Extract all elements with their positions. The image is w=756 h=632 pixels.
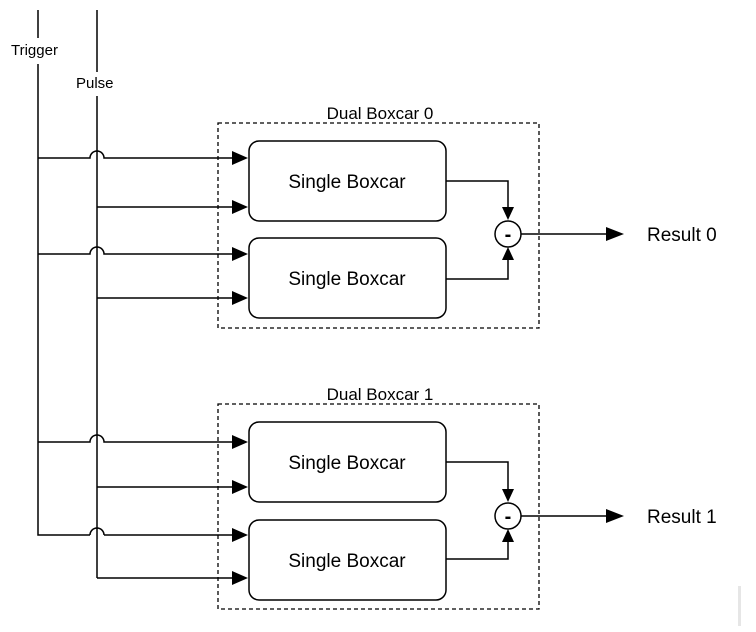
subtract-operator: - <box>505 224 512 246</box>
single-boxcar-label: Single Boxcar <box>288 269 406 290</box>
single-boxcar-block <box>248 519 447 601</box>
result-label: Result 1 <box>647 507 717 528</box>
arrowhead <box>232 435 248 449</box>
trigger-input-wire <box>38 150 238 159</box>
arrowhead <box>606 509 624 523</box>
arrowhead <box>232 247 248 261</box>
arrowhead <box>502 247 514 260</box>
dual-boxcar-0: Dual Boxcar 0 Single Boxcar Single Boxca… <box>38 104 717 329</box>
dual-boxcar-1: Dual Boxcar 1 Single Boxcar Single Boxca… <box>38 385 717 610</box>
subtract-operator: - <box>505 506 512 528</box>
single-boxcar-label: Single Boxcar <box>288 172 406 193</box>
single-boxcar-label: Single Boxcar <box>288 453 406 474</box>
arrowhead <box>502 207 514 220</box>
pulse-label: Pulse <box>76 75 114 92</box>
arrowhead <box>502 489 514 502</box>
arrowhead <box>502 529 514 542</box>
trigger-label: Trigger <box>11 42 58 59</box>
dual-boxcar-frame <box>217 403 540 610</box>
trigger-input-wire <box>38 246 238 255</box>
arrowhead <box>232 291 248 305</box>
arrowhead <box>232 151 248 165</box>
trigger-bus <box>37 10 90 536</box>
dual-boxcar-frame <box>217 122 540 329</box>
boxcar-output-wire <box>446 256 509 280</box>
wire-crossover <box>89 527 105 536</box>
arrowhead <box>606 227 624 241</box>
trigger-input-wire <box>38 434 238 443</box>
boxcar-output-wire <box>446 461 509 494</box>
edge-artifact <box>738 586 741 626</box>
boxcar-output-wire <box>446 538 509 560</box>
arrowhead <box>232 200 248 214</box>
single-boxcar-label: Single Boxcar <box>288 551 406 572</box>
arrowhead <box>232 528 248 542</box>
arrowhead <box>232 571 248 585</box>
result-label: Result 0 <box>647 225 717 246</box>
single-boxcar-block <box>248 237 447 319</box>
dual-boxcar-title: Dual Boxcar 0 <box>327 104 434 123</box>
arrowhead <box>232 480 248 494</box>
boxcar-output-wire <box>446 180 509 212</box>
dual-boxcar-title: Dual Boxcar 1 <box>327 385 434 404</box>
